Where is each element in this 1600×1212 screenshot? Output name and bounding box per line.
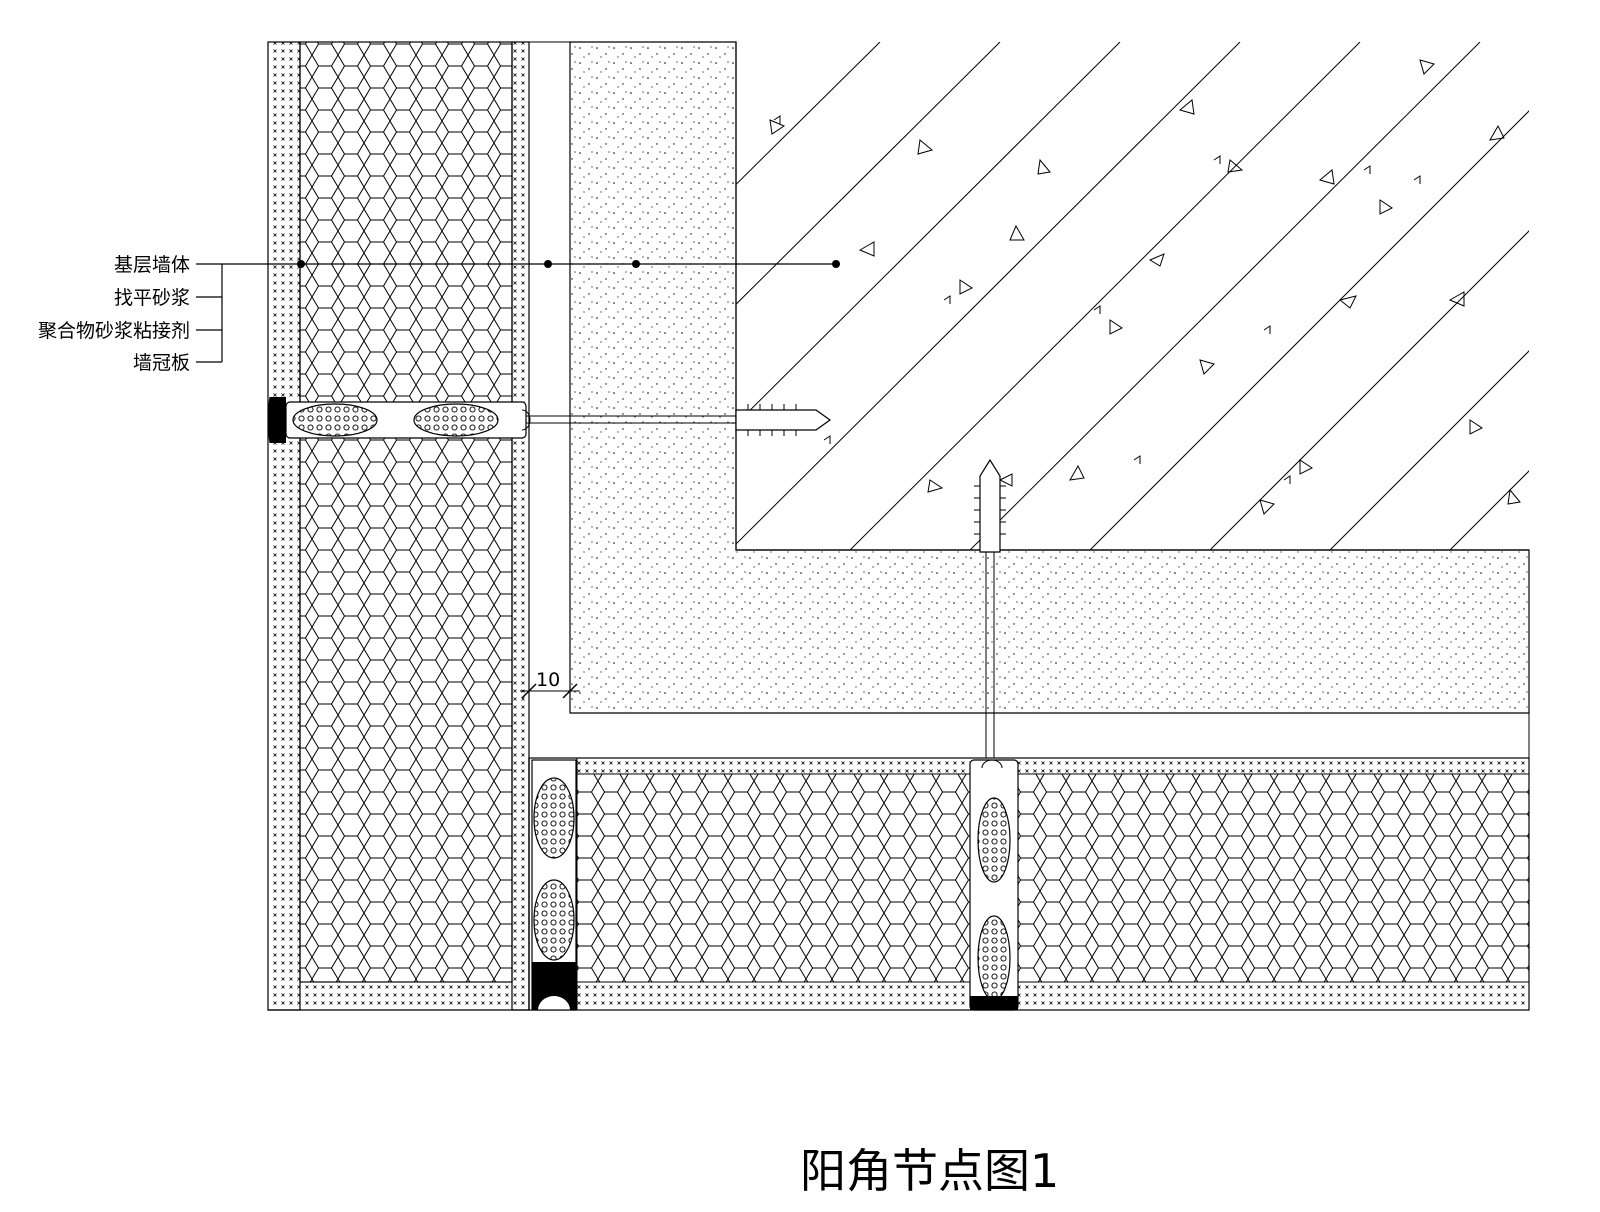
- callout-leader: [196, 260, 840, 363]
- dimension-marker: [520, 683, 580, 699]
- label-polymer-adhesive: 聚合物砂浆粘接剂: [38, 320, 190, 342]
- expansion-anchor-vertical: [974, 458, 1006, 758]
- label-wall-panel: 墙冠板: [133, 352, 190, 374]
- panel-connector-left: [267, 396, 736, 444]
- corner-connector: [531, 759, 577, 1011]
- expansion-anchor-horizontal: [735, 404, 832, 436]
- panel-connector-bottom: [969, 759, 1019, 1011]
- base-wall-concrete: [735, 42, 1529, 551]
- horizontal-wall-panel: [528, 757, 1530, 1011]
- label-base-wall: 基层墙体: [114, 254, 190, 276]
- drawing-title: 阳角节点图1: [800, 1144, 1059, 1198]
- vertical-wall-panel: [267, 41, 530, 1011]
- label-leveling-mortar: 找平砂浆: [114, 287, 190, 309]
- leveling-mortar-layer: [528, 41, 1530, 759]
- dimension-text: 10: [536, 669, 560, 691]
